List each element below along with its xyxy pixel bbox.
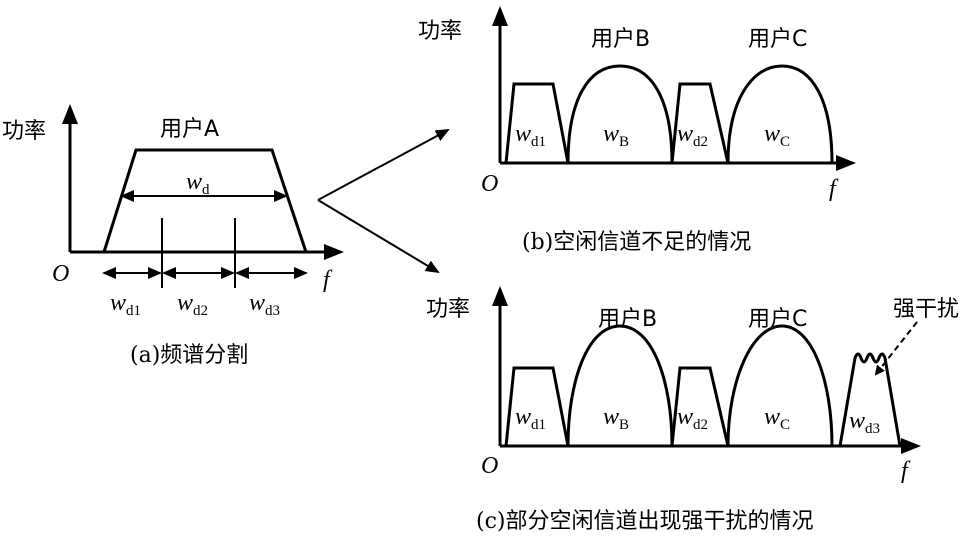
user-a-spectrum bbox=[102, 148, 308, 253]
subband-label: wd3 bbox=[249, 290, 280, 319]
band-user-b bbox=[566, 64, 674, 164]
band-d2 bbox=[670, 366, 730, 447]
band-label: wd2 bbox=[677, 404, 708, 433]
freq-axis-label: f bbox=[829, 176, 839, 202]
band-label: wd2 bbox=[677, 121, 708, 150]
band-d2 bbox=[670, 82, 730, 164]
user-c-label: 用户C bbox=[748, 27, 807, 52]
band-label: wB bbox=[603, 121, 629, 150]
power-axis-arrowhead bbox=[492, 286, 508, 306]
freq-axis-label: f bbox=[323, 267, 333, 293]
band-label: wC bbox=[764, 404, 790, 433]
subband-label: wd2 bbox=[177, 290, 208, 319]
arrow-to-b bbox=[317, 129, 450, 201]
band-label: wd1 bbox=[515, 404, 546, 433]
power-axis-label: 功率 bbox=[2, 119, 46, 144]
band-label: wd1 bbox=[515, 121, 546, 150]
user-c-label: 用户C bbox=[748, 307, 807, 332]
power-axis-label: 功率 bbox=[426, 297, 470, 322]
user-b-label: 用户B bbox=[598, 307, 657, 332]
freq-axis-label: f bbox=[901, 458, 911, 484]
interference-arrow bbox=[874, 321, 918, 376]
caption-b: (b)空闲信道不足的情况 bbox=[522, 230, 751, 255]
power-axis-label: 功率 bbox=[418, 19, 462, 44]
band-label: wd3 bbox=[849, 408, 880, 437]
subband-label: wd1 bbox=[110, 290, 141, 319]
caption-a: (a)频谱分割 bbox=[130, 343, 248, 368]
origin-label: O bbox=[52, 261, 69, 287]
panel-a: 功率 O f 用户A wd wd1 wd2 wd3 (a)频谱分割 bbox=[2, 104, 344, 368]
origin-label: O bbox=[481, 453, 498, 479]
user-b-label: 用户B bbox=[591, 27, 650, 52]
band-d3-interfered bbox=[838, 352, 902, 447]
band-user-c bbox=[726, 64, 834, 164]
power-axis-arrowhead bbox=[62, 104, 78, 124]
freq-axis-arrowhead bbox=[324, 244, 344, 260]
bandwidth-label: wd bbox=[186, 169, 210, 198]
interference-label: 强干扰 bbox=[893, 297, 959, 322]
band-d1 bbox=[504, 82, 570, 164]
band-user-c bbox=[726, 324, 834, 447]
band-user-b bbox=[566, 324, 674, 447]
panel-c: 功率 O f 用户B 用户C 强干扰 wd1 wB wd2 wC wd3 (c)… bbox=[426, 286, 959, 534]
panel-b: 功率 O f 用户B 用户C wd1 wB wd2 wC (b)空闲信道不足的情… bbox=[418, 6, 856, 255]
freq-axis-arrowhead bbox=[901, 438, 921, 454]
freq-axis-arrowhead bbox=[836, 155, 856, 171]
arrow-to-c bbox=[317, 199, 440, 274]
band-label: wB bbox=[603, 404, 629, 433]
split-arrows bbox=[317, 129, 450, 274]
power-axis-arrowhead bbox=[492, 6, 508, 26]
band-label: wC bbox=[764, 121, 790, 150]
user-a-label: 用户A bbox=[160, 117, 219, 142]
origin-label: O bbox=[481, 171, 498, 197]
band-d1 bbox=[504, 366, 570, 447]
caption-c: (c)部分空闲信道出现强干扰的情况 bbox=[476, 509, 814, 534]
